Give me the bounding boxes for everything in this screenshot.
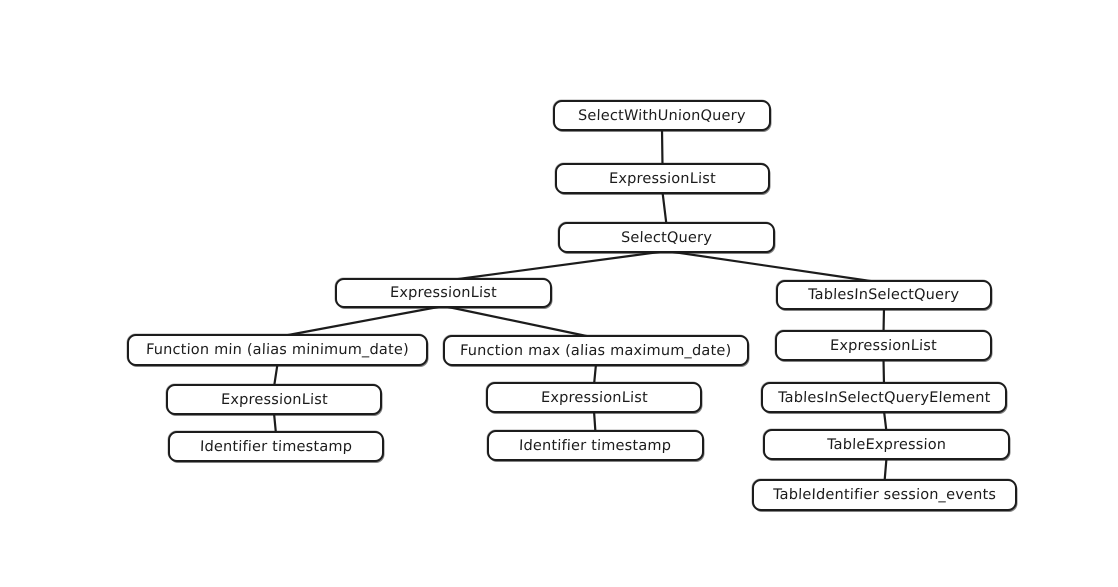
node-tables-in-select-query: TablesInSelectQuery [776, 280, 992, 310]
node-table-expression: TableExpression [763, 429, 1010, 460]
node-label: Identifier timestamp [519, 437, 672, 454]
node-expression-list-select: ExpressionList [335, 278, 552, 308]
node-label: Function min (alias minimum_date) [145, 342, 410, 358]
node-label: ExpressionList [540, 389, 648, 406]
node-label: ExpressionList [389, 285, 498, 301]
node-function-max: Function max (alias maximum_date) [443, 335, 749, 366]
node-expression-list-top: ExpressionList [555, 163, 770, 194]
node-select-with-union-query: SelectWithUnionQuery [553, 100, 771, 131]
node-label: TableExpression [826, 436, 947, 453]
node-table-identifier: TableIdentifier session_events [752, 479, 1017, 511]
node-identifier-timestamp-min: Identifier timestamp [168, 431, 384, 462]
node-expression-list-tables: ExpressionList [775, 330, 992, 361]
node-label: SelectWithUnionQuery [577, 107, 747, 124]
node-label: ExpressionList [608, 170, 717, 187]
node-label: ExpressionList [220, 391, 328, 408]
node-function-min: Function min (alias minimum_date) [127, 334, 428, 366]
node-select-query: SelectQuery [558, 222, 775, 253]
node-tables-in-select-query-element: TablesInSelectQueryElement [761, 382, 1007, 413]
node-expression-list-min: ExpressionList [166, 384, 382, 415]
node-label: TableIdentifier session_events [772, 487, 997, 503]
node-label: TablesInSelectQueryElement [777, 389, 991, 406]
node-label: Identifier timestamp [199, 438, 353, 455]
node-label: Function max (alias maximum_date) [460, 342, 732, 359]
node-label: TablesInSelectQuery [808, 287, 960, 303]
node-identifier-timestamp-max: Identifier timestamp [487, 430, 704, 461]
node-label: SelectQuery [620, 229, 713, 246]
node-expression-list-max: ExpressionList [486, 382, 702, 413]
node-label: ExpressionList [829, 337, 938, 354]
